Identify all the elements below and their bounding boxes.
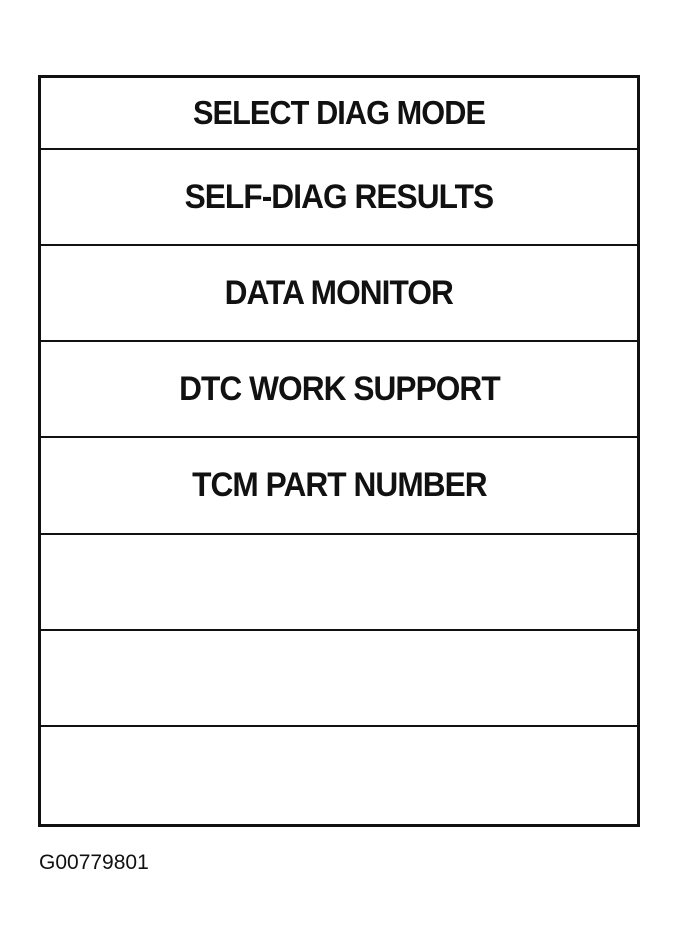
menu-item-label: SELF-DIAG RESULTS — [184, 177, 495, 216]
menu-item-empty-2 — [41, 631, 637, 727]
menu-item-tcm-part-number[interactable]: TCM PART NUMBER — [41, 438, 637, 535]
menu-item-empty-1 — [41, 535, 637, 631]
diagnostic-screen: SELECT DIAG MODE SELF-DIAG RESULTS DATA … — [38, 75, 640, 827]
menu-item-label: TCM PART NUMBER — [191, 466, 488, 504]
menu-item-empty-3 — [41, 727, 637, 824]
menu-item-data-monitor[interactable]: DATA MONITOR — [41, 246, 637, 342]
figure-id: G00779801 — [39, 851, 149, 874]
menu-item-label: DATA MONITOR — [224, 273, 454, 312]
menu-item-label: DTC WORK SUPPORT — [178, 369, 501, 408]
screen-title: SELECT DIAG MODE — [192, 94, 486, 131]
menu-item-dtc-work-support[interactable]: DTC WORK SUPPORT — [41, 342, 637, 438]
screen-title-row: SELECT DIAG MODE — [41, 78, 637, 150]
menu-item-self-diag-results[interactable]: SELF-DIAG RESULTS — [41, 150, 637, 246]
